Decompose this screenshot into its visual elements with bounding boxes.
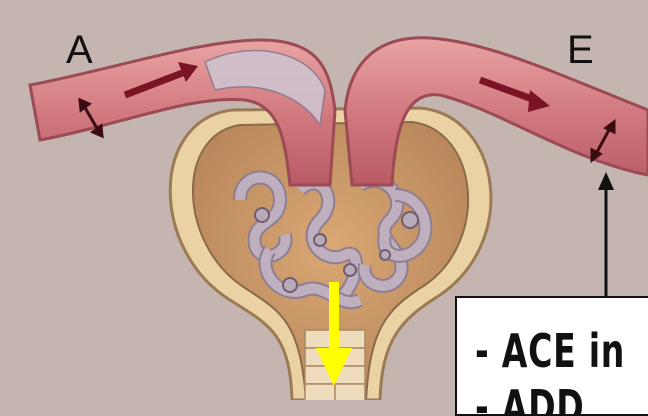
callout-text-line-1: - ACE in [475, 328, 625, 374]
afferent-label: A [66, 30, 93, 70]
callout-box: - ACE in - ADD [455, 296, 648, 416]
callout-text-line-2: - ADD [475, 384, 584, 416]
efferent-label: E [567, 30, 594, 70]
